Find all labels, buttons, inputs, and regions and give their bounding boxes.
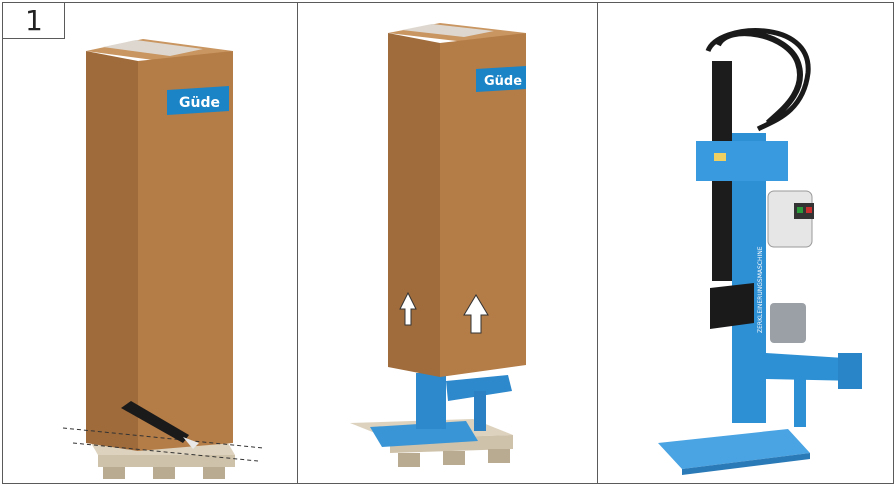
step-number-label: 1 [3, 3, 65, 39]
pallet-block [488, 449, 510, 463]
log-splitter-illustration: ZERKLEINERUNGSMASCHINE [658, 28, 862, 475]
wheel-bracket [838, 353, 862, 389]
hydraulic-hose [705, 28, 811, 132]
pallet-front [98, 455, 235, 467]
pallet-block [398, 453, 420, 467]
panel-cut-box: Güde [3, 3, 297, 483]
machine-side-label: ZERKLEINERUNGSMASCHINE [757, 246, 764, 333]
pallet-block [203, 467, 225, 479]
panel-divider-2 [597, 2, 598, 484]
boxed-product-illustration: Güde [62, 39, 264, 479]
splitter-column [732, 133, 766, 423]
machine-base-plate [370, 421, 478, 447]
box-tape [402, 24, 494, 37]
stop-button [806, 207, 812, 213]
machine-column [416, 373, 446, 429]
brand-logo-panel-1 [167, 86, 229, 115]
splitter-base-edge [682, 453, 810, 475]
cut-line [62, 427, 264, 449]
box-front [440, 33, 526, 377]
panel-unpacked-machine: ZERKLEINERUNGSMASCHINE [598, 3, 893, 483]
splitter-top-housing [696, 141, 788, 181]
box-cutter-icon [121, 401, 189, 443]
box-front [138, 51, 233, 451]
cutter-blade [183, 437, 199, 449]
lifting-box-illustration: Güde [350, 23, 526, 467]
box-side [86, 51, 138, 451]
pallet-block [103, 467, 125, 479]
brand-logo-text: Güde [484, 74, 522, 89]
pallet-block [443, 451, 465, 465]
box-side [388, 33, 440, 377]
up-arrow-icon [399, 291, 417, 326]
splitter-leg [794, 375, 806, 427]
pallet-block [153, 467, 175, 479]
splitter-base-plate [658, 429, 810, 469]
brand-logo-panel-2 [476, 66, 526, 92]
warning-label [714, 153, 726, 161]
hydraulic-pump [770, 303, 806, 343]
up-arrow-icon [463, 294, 489, 334]
splitter-frame-arm [766, 353, 860, 381]
box-tape [103, 40, 203, 56]
panel-divider-1 [297, 2, 298, 484]
panel-lift-box: Güde [298, 3, 597, 483]
cut-line [72, 442, 259, 462]
start-button [797, 207, 803, 213]
machine-leg [474, 391, 486, 431]
brand-logo-text: Güde [179, 95, 220, 111]
machine-frame-arm [446, 375, 512, 401]
splitting-wedge [710, 283, 754, 329]
